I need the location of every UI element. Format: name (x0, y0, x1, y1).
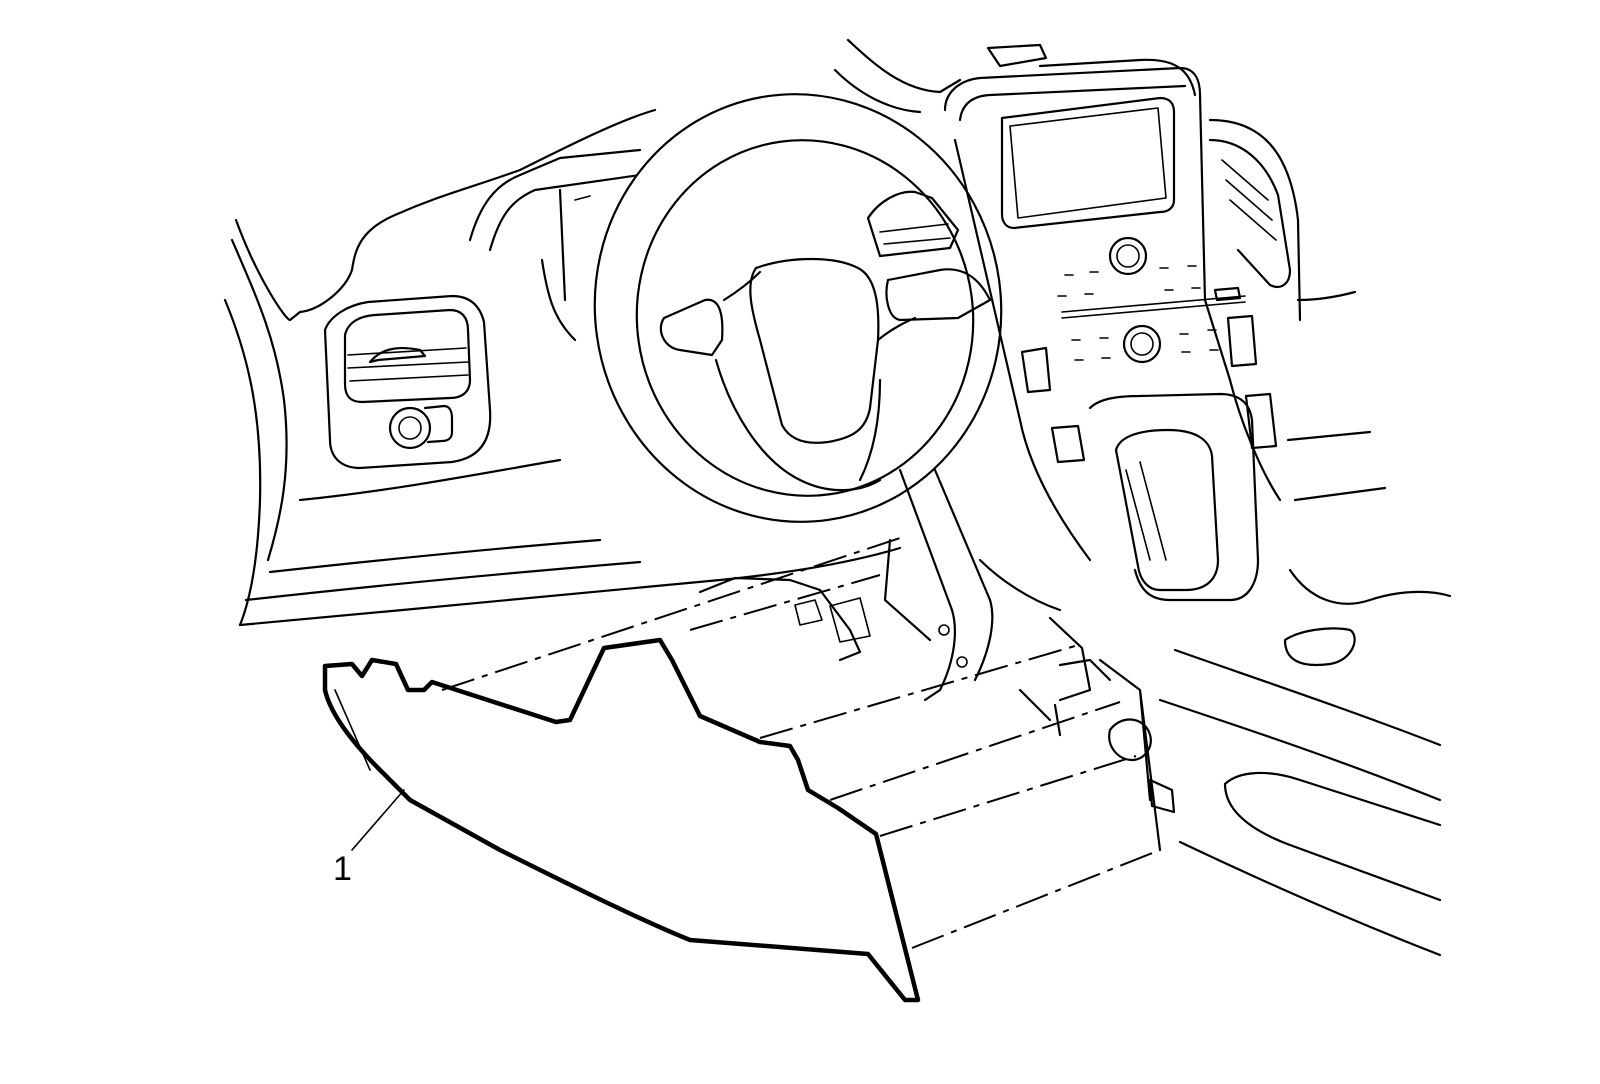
callout-1: 1 (333, 789, 405, 888)
callout-1-label: 1 (333, 850, 352, 888)
center-stack (943, 66, 1282, 562)
center-vent-left (866, 190, 960, 258)
lower-dash-structure (698, 558, 1176, 852)
center-console-right (1158, 290, 1452, 957)
installation-guide-lines (441, 537, 1161, 949)
center-vent-right (1208, 118, 1302, 322)
infotainment-display (1000, 96, 1176, 230)
left-air-vent (323, 294, 492, 470)
steering-column (883, 468, 994, 702)
dashboard-outline (223, 38, 1197, 627)
headlamp-switch (388, 404, 454, 450)
radio-controls (1020, 236, 1278, 464)
gear-shifter-console (1088, 392, 1260, 602)
knee-bolster-trim-panel (322, 637, 921, 1003)
steering-wheel (593, 93, 1003, 523)
